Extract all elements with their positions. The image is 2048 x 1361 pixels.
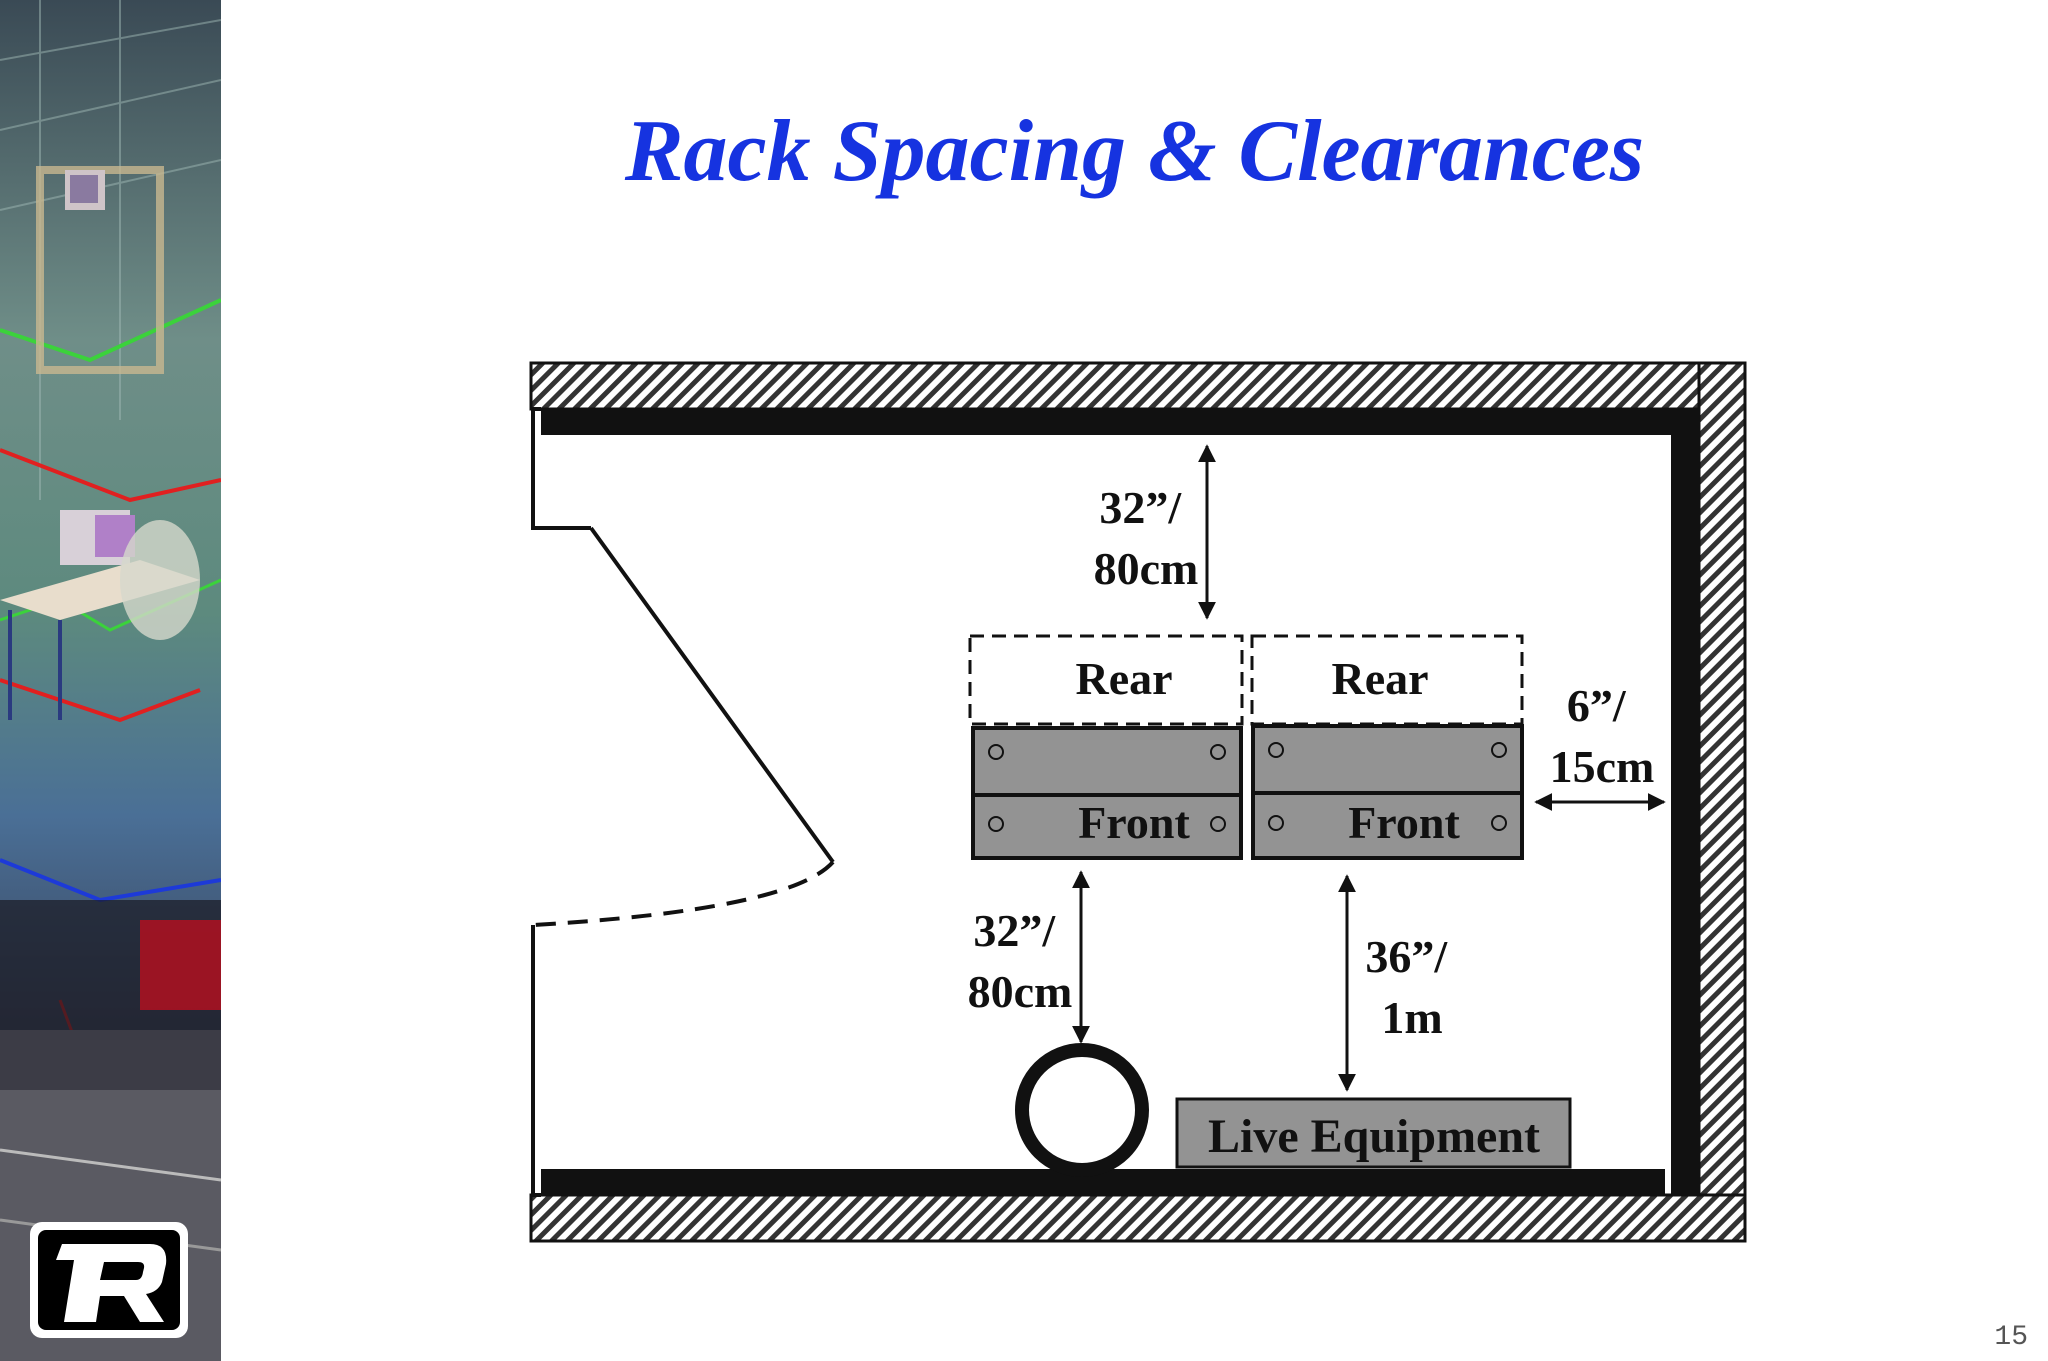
company-logo bbox=[30, 1222, 188, 1338]
room-walls bbox=[529, 361, 1747, 1243]
column-obstacle bbox=[1015, 1043, 1149, 1177]
door-opening bbox=[531, 407, 835, 1197]
rack-left-rear-label: Rear bbox=[1075, 653, 1172, 704]
rack-left: Rear Front bbox=[968, 634, 1244, 860]
front-right-clearance-label: 36”/ 1m bbox=[1365, 931, 1458, 1043]
rack-left-front-label: Front bbox=[1078, 797, 1190, 848]
page-number: 15 bbox=[1994, 1322, 2028, 1353]
rack-right-rear-label: Rear bbox=[1331, 653, 1428, 704]
sidebar-decoration bbox=[0, 0, 221, 1361]
rear-clearance-label: 32”/ 80cm bbox=[1094, 482, 1199, 594]
sidebar-illustration bbox=[0, 0, 221, 1361]
rack-right-front-label: Front bbox=[1348, 797, 1460, 848]
rack-left-rear-clearance bbox=[968, 634, 1244, 726]
rack-right: Rear Front bbox=[1250, 634, 1524, 860]
side-clearance-label: 6”/ 15cm bbox=[1550, 680, 1655, 792]
live-equipment-label: Live Equipment bbox=[1208, 1110, 1540, 1163]
front-left-clearance-label: 32”/ 80cm bbox=[968, 905, 1073, 1017]
live-equipment: Live Equipment bbox=[1175, 1097, 1572, 1169]
page-title: Rack Spacing & Clearances bbox=[624, 103, 1645, 200]
